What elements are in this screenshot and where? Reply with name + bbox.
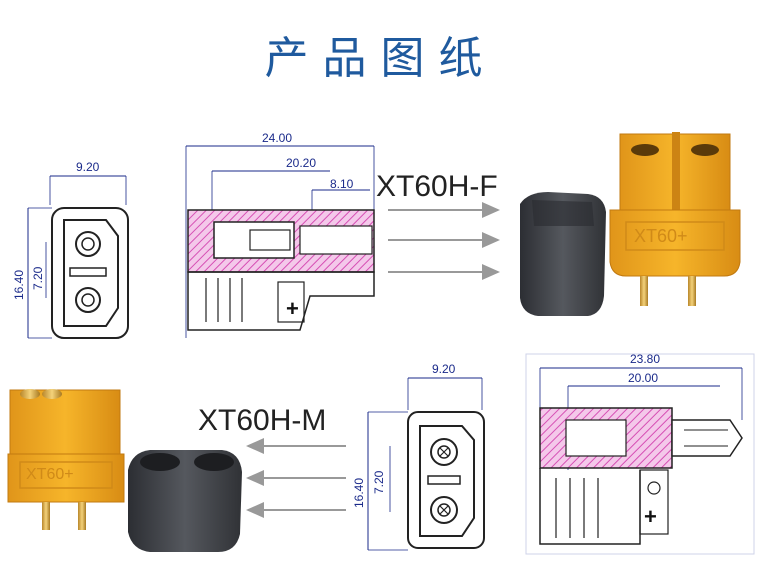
male-side-total-length: 23.80 xyxy=(630,352,661,366)
page-title: 产品图纸 xyxy=(264,33,497,84)
male-front-height: 16.40 xyxy=(352,477,366,508)
female-side-pin-length: 8.10 xyxy=(330,177,354,191)
male-connector-photo xyxy=(7,389,242,552)
female-side-body-length: 20.20 xyxy=(286,156,317,170)
male-side-view xyxy=(525,353,755,555)
female-front-height: 16.40 xyxy=(12,269,26,300)
female-connector-photo xyxy=(520,132,741,316)
female-model-label: XT60H-F xyxy=(376,170,498,203)
female-front-view xyxy=(27,175,129,339)
female-housing-text: XT60+ xyxy=(634,226,688,246)
female-front-pitch: 7.20 xyxy=(31,266,45,290)
male-front-view xyxy=(367,377,485,551)
female-side-total-length: 24.00 xyxy=(262,131,293,145)
female-front-width: 9.20 xyxy=(76,160,100,174)
female-side-view xyxy=(185,145,375,338)
male-arrows xyxy=(246,438,346,518)
female-arrows xyxy=(388,202,500,280)
male-plus-mark: + xyxy=(644,504,657,529)
male-side-body-length: 20.00 xyxy=(628,371,659,385)
male-front-width: 9.20 xyxy=(432,362,456,376)
male-front-pitch: 7.20 xyxy=(372,470,386,494)
female-plus-mark: + xyxy=(286,296,299,321)
male-housing-text: XT60+ xyxy=(26,466,74,483)
male-model-label: XT60H-M xyxy=(198,404,327,437)
